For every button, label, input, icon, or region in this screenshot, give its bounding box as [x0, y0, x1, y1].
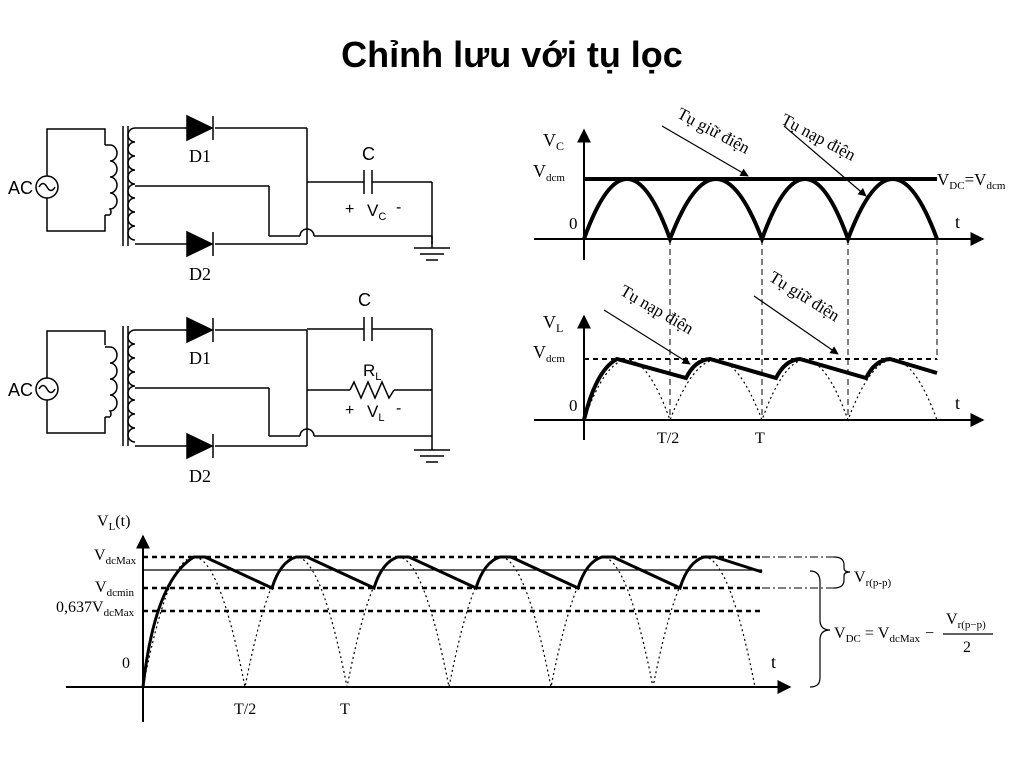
graph-bottom [66, 534, 851, 722]
transformer-primary-icon [108, 346, 118, 418]
vl-tick-half: T/2 [657, 430, 679, 447]
vc-rectified-wave [582, 177, 939, 245]
vc-charge-annotation: Tụ nạp điện [778, 110, 859, 165]
formula-numerator: Vr(p−p) [946, 611, 986, 631]
ground-icon [414, 449, 450, 463]
bottom-t-label: t [771, 652, 776, 672]
ripple-brace [833, 556, 851, 589]
d2-label: D2 [189, 466, 211, 486]
ground-icon [414, 247, 450, 261]
transformer-primary-icon [108, 144, 118, 216]
vc-hold-annotation: Tụ giữ điện [674, 104, 753, 158]
diode-d2-icon [186, 230, 214, 258]
vl-charge-arrow [603, 309, 691, 365]
circuit-top [35, 114, 450, 261]
graph-vc [534, 125, 985, 260]
ac-label: AC [8, 178, 33, 198]
plus-label: + [345, 201, 354, 218]
vl-tick-full: T [755, 430, 765, 447]
ac-label: AC [8, 380, 33, 400]
rl-label: RL [363, 361, 381, 383]
vc-peak-label: Vdcm [533, 161, 565, 184]
capacitor-label: C [362, 144, 375, 164]
d2-label: D2 [189, 264, 211, 284]
vc-charge-arrow [783, 125, 867, 197]
minus-label: - [396, 400, 401, 417]
vc-label: VC [367, 201, 386, 223]
period-guides [669, 239, 938, 420]
vl-charge-annotation: Tụ nạp điện [617, 281, 697, 338]
diode-d2-icon [186, 432, 214, 460]
resistor-icon [349, 380, 395, 400]
avg-label: 0,637VdcMax [56, 599, 135, 619]
vdc-formula: VDC=VdcMax− Vr(p−p) 2 [834, 611, 993, 656]
bottom-tick-half: T/2 [234, 701, 256, 718]
transformer-secondary-icon [127, 329, 136, 443]
vc-zero-label: 0 [569, 214, 578, 233]
transformer-secondary-icon [127, 127, 136, 241]
diode-d1-icon [186, 316, 214, 344]
vl-hold-arrow [753, 295, 839, 355]
vl-dotted-halfwaves [583, 359, 938, 422]
ripple-label: Vr(p-p) [854, 569, 892, 589]
vdc-equals-label: VDC=Vdcm [937, 170, 1006, 192]
formula-lhs: VDC=VdcMax− [834, 625, 934, 645]
vc-ylabel: VC [543, 130, 564, 153]
d1-label: D1 [189, 146, 211, 166]
bottom-filtered-wave [141, 555, 763, 688]
diode-d1-icon [186, 114, 214, 142]
vl-filtered-wave [582, 356, 938, 421]
capacitor-label: C [358, 290, 371, 310]
plus-label: + [345, 402, 354, 419]
formula-denominator: 2 [963, 639, 971, 656]
bottom-ylabel: VL(t) [97, 513, 130, 533]
bottom-zero-label: 0 [122, 655, 130, 672]
vdcmin-label: Vdcmin [95, 579, 135, 599]
vl-hold-annotation: Tụ giữ điện [766, 267, 844, 325]
vl-t-label: t [955, 393, 960, 413]
vl-peak-label: Vdcm [533, 342, 565, 365]
vl-ylabel: VL [543, 312, 563, 335]
circuit-bottom [35, 316, 450, 463]
d1-label: D1 [189, 348, 211, 368]
vdc-brace [809, 570, 831, 688]
bottom-dotted-halfwaves [142, 556, 756, 688]
vl-zero-label: 0 [569, 396, 578, 415]
minus-label: - [396, 199, 401, 216]
graph-vl [534, 295, 985, 440]
vc-hold-arrow [661, 125, 749, 177]
bottom-tick-full: T [340, 701, 350, 718]
vl-label: VL [367, 402, 384, 424]
vdcmax-label: VdcMax [94, 547, 137, 567]
page-title: Chỉnh lưu với tụ lọc [341, 34, 683, 75]
vc-t-label: t [955, 212, 960, 232]
